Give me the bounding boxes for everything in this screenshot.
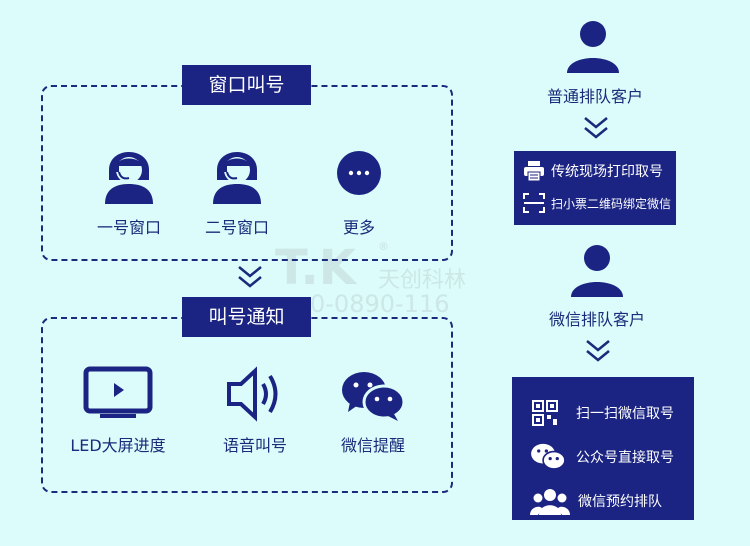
more[interactable]: 更多 xyxy=(304,150,414,238)
chevron-down-icon xyxy=(238,266,262,288)
window-2-label: 二号窗口 xyxy=(204,218,269,237)
wechat-remind-label: 微信提醒 xyxy=(340,436,405,455)
option-label: 公众号直接取号 xyxy=(576,450,674,466)
wechat-customer-label: 微信排队客户 xyxy=(548,310,645,329)
window-call-title: 窗口叫号 xyxy=(182,65,311,105)
normal-options-panel: 传统现场打印取号 扫小票二维码绑定微信 xyxy=(514,151,676,225)
scan-icon xyxy=(523,193,545,213)
agent-icon xyxy=(213,152,261,204)
more-icon xyxy=(337,151,381,195)
option-label: 扫一扫微信取号 xyxy=(576,406,674,422)
option-scan-ticket: 扫小票二维码绑定微信 xyxy=(523,187,676,219)
option-official-account: 公众号直接取号 xyxy=(530,435,694,479)
option-reserve: 微信预约排队 xyxy=(530,479,694,523)
chevron-down-icon xyxy=(584,117,608,139)
speaker-icon xyxy=(227,366,278,422)
qrcode-icon xyxy=(532,400,558,426)
watermark-name: 天创科林 xyxy=(378,268,467,293)
voice-call: 语音叫号 xyxy=(200,366,310,456)
agent-icon xyxy=(105,152,153,204)
watermark-brand: T.K xyxy=(275,240,356,296)
window-2: 二号窗口 xyxy=(182,140,292,238)
watermark-reg: ® xyxy=(378,240,389,253)
wechat-icon xyxy=(342,372,406,421)
chevron-down-icon xyxy=(586,340,610,362)
wechat-options-panel: 扫一扫微信取号 公众号直接取号 微信预约排队 xyxy=(512,377,694,520)
option-label: 传统现场打印取号 xyxy=(551,164,663,180)
wechat-remind: 微信提醒 xyxy=(318,370,428,456)
more-label: 更多 xyxy=(342,218,375,237)
user-icon xyxy=(571,245,623,297)
option-label: 扫小票二维码绑定微信 xyxy=(551,196,672,211)
window-1-label: 一号窗口 xyxy=(96,218,161,237)
watermark-phone: 0-0890-116 xyxy=(310,290,450,318)
window-1: 一号窗口 xyxy=(74,140,184,238)
call-notify-title: 叫号通知 xyxy=(182,297,311,337)
printer-icon xyxy=(524,161,544,182)
normal-customer-label: 普通排队客户 xyxy=(546,87,643,106)
led-screen: LED大屏进度 xyxy=(63,366,173,456)
option-print-ticket: 传统现场打印取号 xyxy=(523,155,676,187)
voice-label: 语音叫号 xyxy=(222,436,287,455)
monitor-play-icon xyxy=(83,366,153,418)
user-icon xyxy=(567,21,619,73)
wechat-icon xyxy=(531,443,566,470)
led-label: LED大屏进度 xyxy=(70,436,166,455)
group-icon xyxy=(530,489,570,515)
option-label: 微信预约排队 xyxy=(578,494,662,510)
option-scan-wechat: 扫一扫微信取号 xyxy=(530,391,694,435)
